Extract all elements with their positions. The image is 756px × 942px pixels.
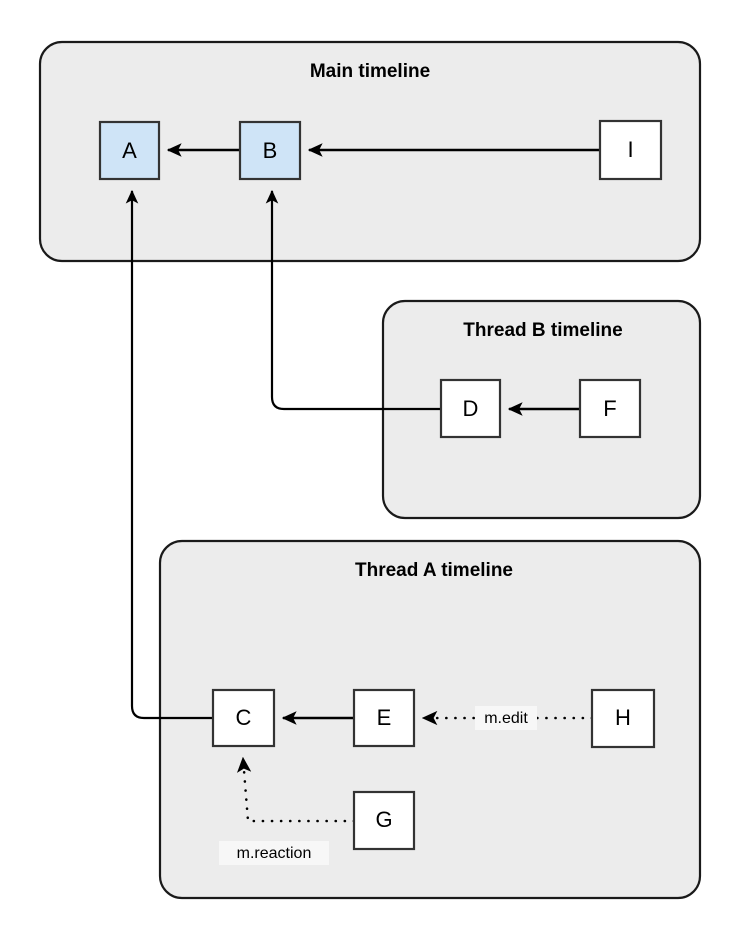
- node-g-label: G: [375, 807, 392, 832]
- node-b-label: B: [263, 138, 278, 163]
- node-f-box: [578, 378, 642, 439]
- node-b-box: [238, 120, 302, 181]
- panel-thread-a-title: Thread A timeline: [355, 560, 513, 581]
- node-i-label: I: [627, 137, 633, 162]
- node-h-label: H: [615, 705, 631, 730]
- edge-label-m-reaction-text: m.reaction: [237, 845, 312, 862]
- panel-main[interactable]: Main timeline: [38, 40, 702, 263]
- edge-label-m-edit: m.edit: [475, 706, 537, 730]
- node-h[interactable]: H: [590, 688, 656, 749]
- panel-main-title: Main timeline: [310, 61, 430, 82]
- node-d-box: [439, 378, 502, 439]
- edge-g-to-c[interactable]: [236, 756, 356, 823]
- panel-main-body: [38, 40, 702, 263]
- node-c[interactable]: C: [211, 688, 276, 748]
- node-a-label: A: [122, 138, 137, 163]
- edge-label-m-reaction-bg: [219, 841, 329, 865]
- edge-label-m-reaction: m.reaction: [219, 841, 329, 865]
- node-a[interactable]: A: [98, 120, 161, 181]
- node-e-box: [352, 688, 416, 748]
- node-c-label: C: [236, 705, 252, 730]
- node-a-box: [98, 120, 161, 181]
- panel-thread-b-title: Thread B timeline: [463, 320, 622, 341]
- node-e-label: E: [377, 705, 392, 730]
- edge-label-m-edit-text: m.edit: [484, 710, 528, 727]
- node-g-box: [352, 790, 416, 851]
- node-e[interactable]: E: [352, 688, 416, 748]
- node-i[interactable]: I: [598, 119, 663, 181]
- node-d[interactable]: D: [439, 378, 502, 439]
- node-b[interactable]: B: [238, 120, 302, 181]
- node-g[interactable]: G: [352, 790, 416, 851]
- node-d-label: D: [463, 396, 479, 421]
- node-c-box: [211, 688, 276, 748]
- edge-d-to-b[interactable]: [265, 189, 441, 411]
- node-f[interactable]: F: [578, 378, 642, 439]
- edge-c-to-a[interactable]: [125, 189, 213, 720]
- node-f-label: F: [603, 396, 616, 421]
- node-h-box: [590, 688, 656, 749]
- edge-label-m-edit-bg: [475, 706, 537, 730]
- node-i-box: [598, 119, 663, 181]
